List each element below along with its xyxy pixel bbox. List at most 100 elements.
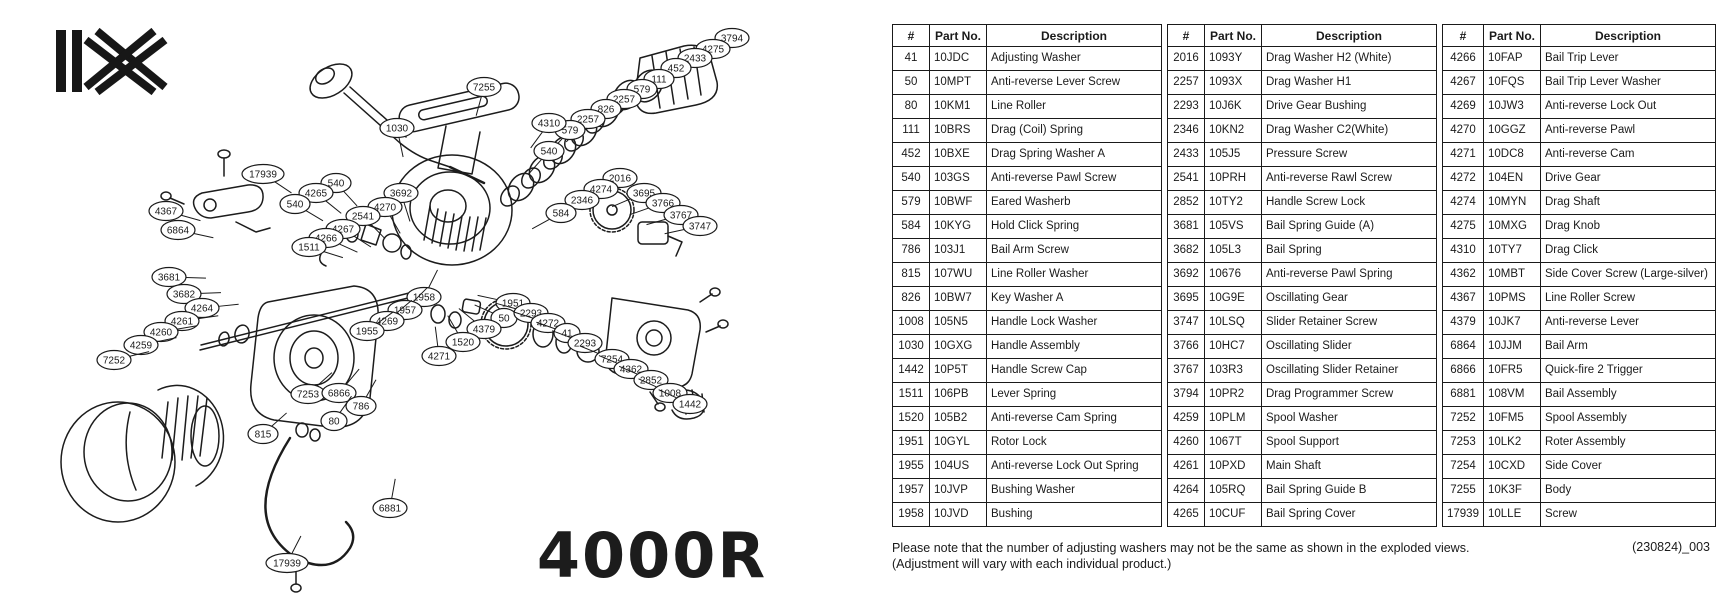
part-number: 3682 <box>1167 238 1205 263</box>
callout-ellipse <box>379 117 415 139</box>
column-header: Part No. <box>1482 24 1541 47</box>
part-number: 7252 <box>1442 406 1484 431</box>
callout-ellipse <box>320 410 348 432</box>
callout-ellipse <box>633 369 669 391</box>
part-description: Oscillating Slider Retainer <box>1261 358 1437 383</box>
callout-balloon: 540 <box>527 140 565 175</box>
callout-leader-line <box>377 311 394 324</box>
part-description: Rotor Lock <box>986 430 1162 455</box>
callout-leader-line <box>305 210 324 222</box>
callout-balloon: 815 <box>247 412 287 445</box>
part-no-code: 10MXG <box>1482 214 1541 239</box>
part-no-code: 10KM1 <box>929 94 987 119</box>
part-description: Anti-reverse Lock Out Spring <box>986 454 1162 479</box>
callout-leader-line <box>185 277 206 279</box>
part-description: Pressure Screw <box>1261 142 1437 167</box>
part-description: Handle Screw Lock <box>1261 190 1437 215</box>
callout-leader-line <box>514 311 534 319</box>
callout-ellipse <box>545 202 577 224</box>
part-no-code: 10G9E <box>1204 286 1262 311</box>
part-number: 4275 <box>1442 214 1484 239</box>
part-description: Drag Washer H2 (White) <box>1261 46 1437 71</box>
part-number: 4269 <box>1442 94 1484 119</box>
part-no-code: 10LK2 <box>1482 430 1541 455</box>
part-no-code: 103R3 <box>1204 358 1262 383</box>
callout-leader-line <box>475 96 482 116</box>
part-description: Eared Washerb <box>986 190 1162 215</box>
column-header: # <box>1442 24 1484 47</box>
part-no-code: 10FM5 <box>1482 406 1541 431</box>
part-description: Anti-reverse Pawl Spring <box>1261 262 1437 287</box>
callout-number: 540 <box>287 200 304 211</box>
callout-leader-line <box>339 395 352 413</box>
part-no-code: 105N5 <box>929 310 987 335</box>
part-description: Side Cover Screw (Large-silver) <box>1539 262 1716 287</box>
document-number: (230824)_003 <box>1632 540 1710 554</box>
column-header: Part No. <box>1204 24 1262 47</box>
callout-number: 1520 <box>452 338 475 349</box>
part-number: 4362 <box>1442 262 1484 287</box>
part-number: 4267 <box>1442 70 1484 95</box>
callout-number: 3695 <box>633 189 656 200</box>
callout-leader-line <box>551 330 572 339</box>
callout-number: 579 <box>562 126 579 137</box>
callout-number: 50 <box>498 314 510 325</box>
part-description: Lever Spring <box>986 382 1162 407</box>
callout-number: 1442 <box>679 400 702 411</box>
part-number: 4310 <box>1442 238 1484 263</box>
part-no-code: 10MBT <box>1482 262 1541 287</box>
callout-number: 6881 <box>379 504 402 515</box>
callout-number: 540 <box>328 179 345 190</box>
part-no-code: 10MPT <box>929 70 987 95</box>
column-header: Part No. <box>929 24 987 47</box>
column-header: Description <box>1261 24 1437 47</box>
part-no-code: 10PXD <box>1204 454 1262 479</box>
callout-leader-line <box>447 315 459 334</box>
part-number: 2346 <box>1167 118 1205 143</box>
callout-leader-line <box>527 158 543 175</box>
callout-ellipse <box>421 345 457 367</box>
part-description: Spool Assembly <box>1539 406 1716 431</box>
part-description: Side Cover <box>1539 454 1716 479</box>
callout-number: 4270 <box>374 203 397 214</box>
callout-balloon: 17939 <box>265 535 309 574</box>
part-number: 6864 <box>1442 334 1484 359</box>
part-no-code: 10BRS <box>929 118 987 143</box>
callout-leader-line <box>291 535 302 554</box>
callout-leader-line <box>474 304 494 314</box>
callout-number: 4259 <box>130 341 153 352</box>
callout-leader-line <box>658 389 678 399</box>
part-description: Drive Gear Bushing <box>1261 94 1437 119</box>
callout-number: 7253 <box>297 390 320 401</box>
callout-balloon: 584 <box>531 202 577 230</box>
callout-number: 17939 <box>273 559 301 570</box>
part-number: 7253 <box>1442 430 1484 455</box>
part-number: 4266 <box>1442 46 1484 71</box>
callout-leader-line <box>365 379 377 398</box>
callout-balloon: 7255 <box>466 76 502 116</box>
part-description: Anti-reverse Pawl Screw <box>986 166 1162 191</box>
part-description: Drag Washer C2(White) <box>1261 118 1437 143</box>
callout-leader-line <box>200 292 221 294</box>
part-number: 815 <box>892 262 930 287</box>
callout-number: 3747 <box>689 222 712 233</box>
callout-balloon: 1958 <box>406 269 442 308</box>
callout-number: 826 <box>598 105 615 116</box>
part-no-code: 10KN2 <box>1204 118 1262 143</box>
callout-leader-line <box>339 243 358 253</box>
callout-ellipse <box>241 163 285 185</box>
callout-number: 4275 <box>702 45 725 56</box>
